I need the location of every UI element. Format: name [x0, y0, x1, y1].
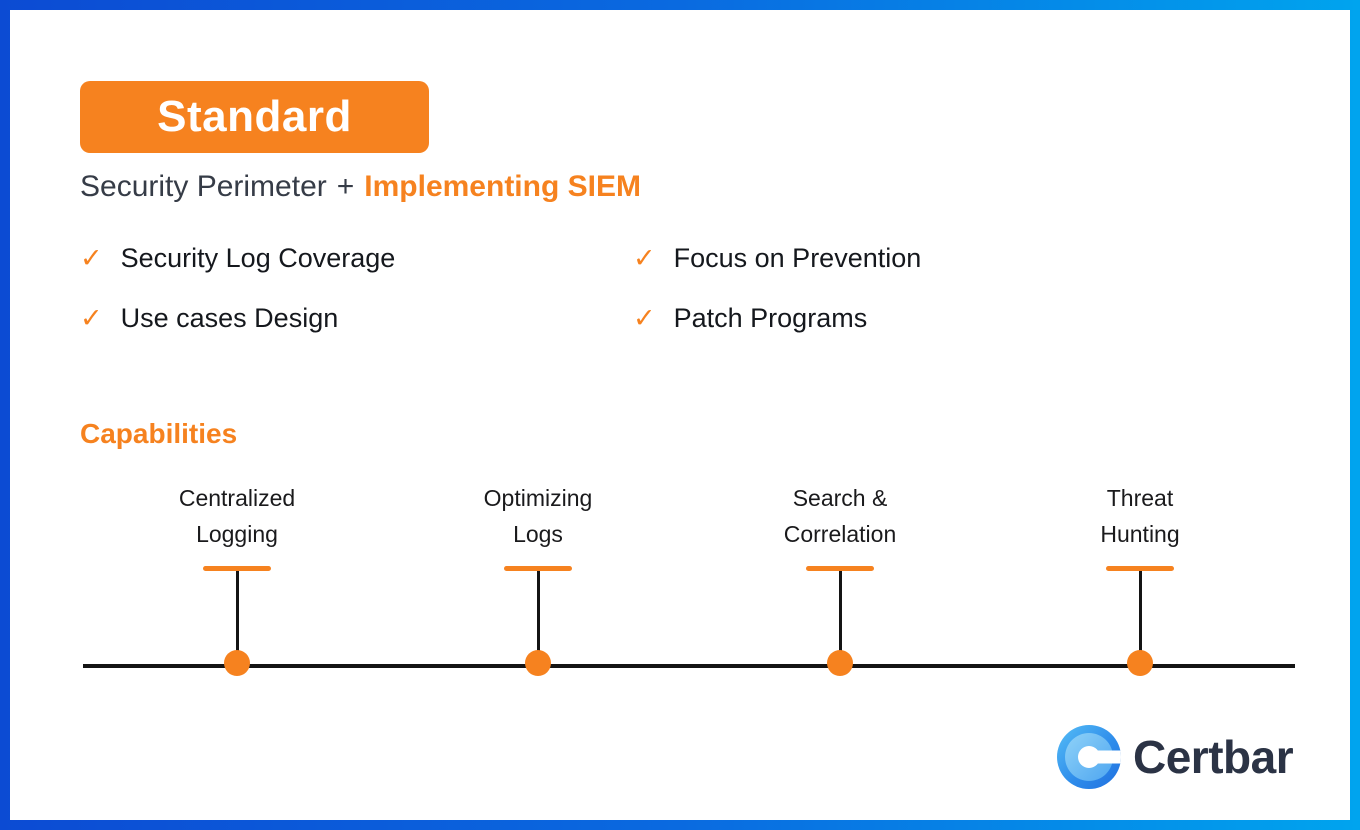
timeline-node: Search & Correlation — [730, 480, 950, 680]
node-dot — [525, 650, 551, 676]
feature-label: Security Log Coverage — [120, 243, 396, 273]
timeline-node-label: Search & Correlation — [783, 485, 897, 547]
logo-c-opening — [1089, 750, 1121, 764]
timeline-axis — [83, 664, 1295, 668]
node-tick-bar — [203, 566, 271, 571]
node-dot — [224, 650, 250, 676]
check-icon: ✓ — [633, 303, 656, 333]
feature-item: ✓ Focus on Prevention — [633, 245, 921, 272]
timeline-node-label: Threat Hunting — [1100, 485, 1180, 547]
feature-item: ✓ Patch Programs — [633, 305, 867, 332]
feature-item: ✓ Use cases Design — [80, 305, 338, 332]
node-connector-line — [1138, 571, 1142, 663]
check-icon: ✓ — [80, 243, 103, 273]
subtitle: Security Perimeter + Implementing SIEM — [80, 170, 641, 204]
timeline-node: Threat Hunting — [1030, 480, 1250, 680]
timeline-node: Optimizing Logs — [428, 480, 648, 680]
node-dot — [1127, 650, 1153, 676]
timeline-node-label: Centralized Logging — [178, 485, 296, 547]
feature-item: ✓ Security Log Coverage — [80, 245, 395, 272]
brand-footer: Certbar — [1057, 725, 1294, 789]
check-icon: ✓ — [633, 243, 656, 273]
node-dot — [827, 650, 853, 676]
node-tick-bar — [504, 566, 572, 571]
subtitle-highlight: Implementing SIEM — [364, 170, 641, 203]
node-connector-line — [838, 571, 842, 663]
timeline-node: Centralized Logging — [127, 480, 347, 680]
capabilities-heading: Capabilities — [80, 418, 238, 449]
feature-label: Focus on Prevention — [673, 243, 922, 273]
brand-name: Certbar — [1133, 731, 1294, 783]
tier-badge-label: Standard — [157, 92, 352, 141]
content-canvas: Standard Security Perimeter + Implementing… — [10, 10, 1350, 820]
subtitle-plain: Security Perimeter — [80, 170, 327, 203]
feature-label: Use cases Design — [120, 303, 339, 333]
node-connector-line — [536, 571, 540, 663]
timeline-node-label: Optimizing Logs — [483, 485, 593, 547]
tier-badge: Standard — [80, 81, 429, 153]
subtitle-plus: + — [336, 170, 355, 203]
node-tick-bar — [806, 566, 874, 571]
check-icon: ✓ — [80, 303, 103, 333]
node-tick-bar — [1106, 566, 1174, 571]
feature-label: Patch Programs — [673, 303, 868, 333]
node-connector-line — [235, 571, 239, 663]
certbar-logo-icon — [1057, 725, 1121, 789]
